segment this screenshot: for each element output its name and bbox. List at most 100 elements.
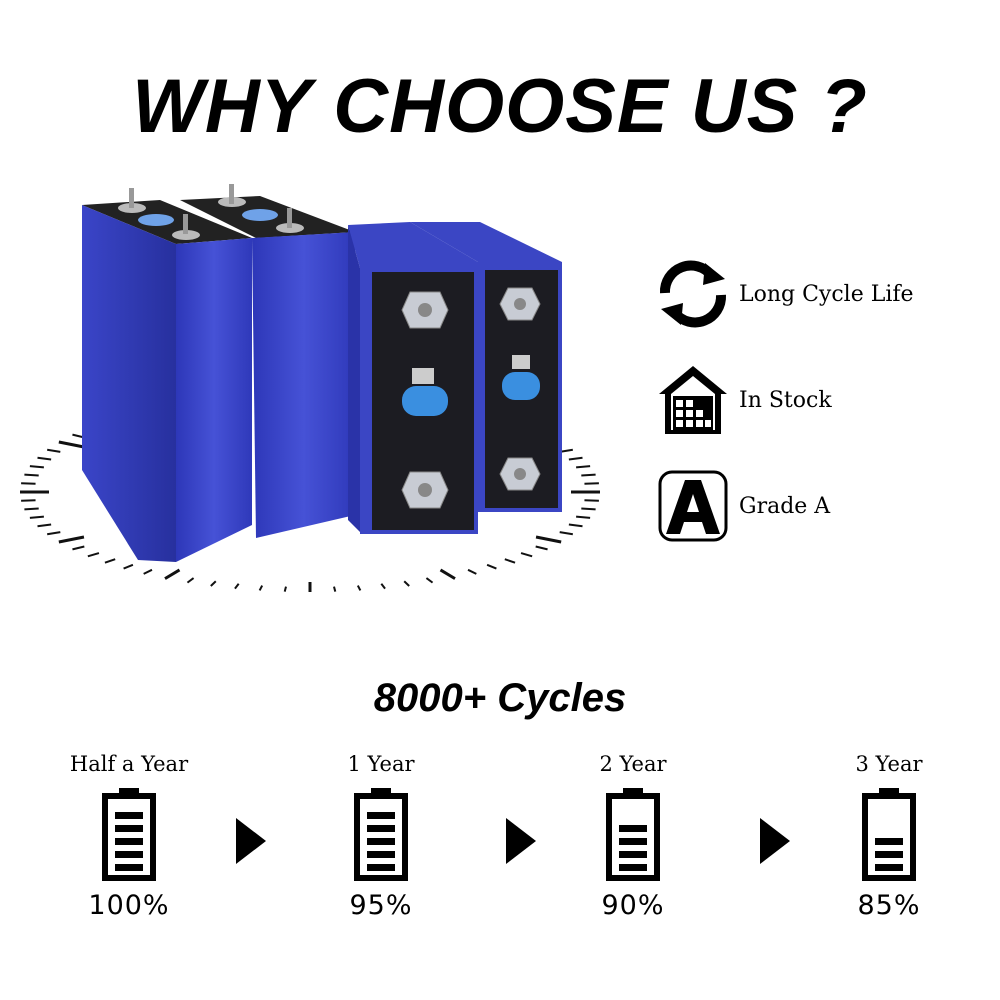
feature-label: Grade A	[739, 493, 831, 519]
stage-period: Half a Year	[69, 752, 189, 776]
dial-tick	[58, 440, 85, 449]
stage-period: 2 Year	[599, 752, 667, 776]
stage-1-year: 1 Year 95%	[296, 752, 466, 921]
battery-cell-front-right	[410, 222, 562, 512]
stage-half-year: Half a Year 100%	[44, 752, 214, 921]
battery-bar	[115, 825, 143, 832]
dial-tick	[380, 583, 386, 590]
battery-bar	[875, 851, 903, 858]
arrow-icon	[760, 818, 790, 864]
stage-period: 3 Year	[855, 752, 923, 776]
dial-tick	[37, 456, 52, 461]
dial-tick	[581, 507, 596, 511]
dial-tick	[576, 465, 591, 469]
grade-a-icon	[655, 468, 731, 544]
dial-tick	[210, 580, 217, 587]
feature-grade-a: Grade A	[655, 468, 830, 544]
dial-tick	[504, 558, 516, 564]
battery-body	[862, 793, 916, 881]
dial-tick	[47, 448, 61, 453]
battery-bar	[367, 864, 395, 871]
battery-cap	[623, 788, 643, 796]
dial-tick	[143, 568, 153, 575]
battery-cap	[119, 788, 139, 796]
dial-tick	[24, 473, 39, 477]
battery-cell-back-left	[82, 188, 252, 562]
battery-bar	[115, 812, 143, 819]
dial-tick	[87, 552, 100, 558]
feature-long-cycle-life: Long Cycle Life	[655, 256, 914, 332]
arrow-icon	[506, 818, 536, 864]
battery-bar	[115, 851, 143, 858]
dial-tick	[164, 568, 181, 580]
stage-3-year: 3 Year 85%	[804, 752, 974, 921]
dial-tick	[439, 568, 456, 580]
battery-body	[606, 793, 660, 881]
battery-level-icon	[862, 788, 916, 881]
battery-cap	[371, 788, 391, 796]
battery-bar	[619, 851, 647, 858]
dial-tick	[283, 586, 287, 592]
battery-bar	[875, 838, 903, 845]
battery-body	[354, 793, 408, 881]
battery-body	[102, 793, 156, 881]
dial-tick	[72, 545, 85, 551]
dial-tick	[333, 586, 337, 592]
dial-tick	[234, 583, 240, 590]
battery-level-icon	[606, 788, 660, 881]
stage-2-year: 2 Year 90%	[548, 752, 718, 921]
cycle-arrows-icon	[655, 256, 731, 332]
battery-bar	[619, 838, 647, 845]
battery-bar	[115, 864, 143, 871]
battery-bar	[367, 825, 395, 832]
dial-tick	[535, 545, 548, 551]
warehouse-icon	[655, 362, 731, 438]
dial-tick	[425, 577, 434, 584]
battery-bar	[619, 825, 647, 832]
dial-tick	[24, 507, 39, 511]
dial-tick	[258, 585, 264, 591]
dial-tick	[520, 552, 533, 558]
feature-label: In Stock	[739, 387, 832, 413]
battery-bar	[367, 851, 395, 858]
battery-cells-image	[20, 184, 600, 592]
dial-tick	[581, 473, 596, 477]
feature-label: Long Cycle Life	[739, 281, 914, 307]
dial-tick	[58, 535, 85, 544]
stage-percent: 95%	[349, 890, 413, 921]
stage-percent: 90%	[601, 890, 665, 921]
dial-tick	[356, 585, 362, 591]
dial-tick	[186, 577, 195, 584]
battery-cell-front-left	[348, 222, 478, 534]
dial-tick	[568, 456, 583, 461]
dial-tick	[123, 563, 134, 570]
battery-cell-back-right	[180, 184, 355, 538]
dial-tick	[29, 465, 44, 469]
dial-tick	[559, 531, 573, 536]
dial-tick	[104, 558, 116, 564]
dial-tick	[535, 535, 562, 544]
stage-period: 1 Year	[347, 752, 415, 776]
cycles-title: 8000+ Cycles	[373, 676, 627, 720]
battery-bar	[367, 812, 395, 819]
battery-bar	[875, 864, 903, 871]
dial-tick	[37, 523, 52, 528]
dial-tick	[403, 580, 410, 587]
dial-tick	[29, 515, 44, 519]
battery-level-icon	[102, 788, 156, 881]
battery-level-icon	[354, 788, 408, 881]
dial-tick	[467, 568, 477, 575]
battery-bar	[115, 838, 143, 845]
stage-percent: 100%	[88, 890, 170, 921]
feature-in-stock: In Stock	[655, 362, 832, 438]
stage-percent: 85%	[857, 890, 921, 921]
dial-tick	[568, 523, 583, 528]
battery-bar	[367, 838, 395, 845]
dial-tick	[486, 563, 497, 570]
dial-tick	[47, 531, 61, 536]
headline: WHY CHOOSE US ?	[132, 64, 868, 149]
dial-tick	[576, 515, 591, 519]
battery-bar	[619, 864, 647, 871]
battery-cap	[879, 788, 899, 796]
arrow-icon	[236, 818, 266, 864]
